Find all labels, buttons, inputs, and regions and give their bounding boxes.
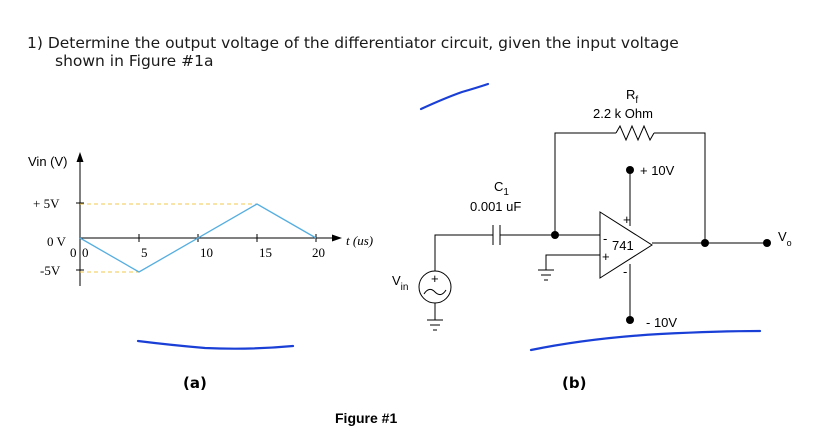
x-axis-arrow: [332, 234, 342, 242]
opamp-741: [599, 211, 653, 279]
opamp-noninverting-marker: +: [602, 249, 610, 264]
vneg-terminal: [626, 316, 634, 324]
x-tick-label-5: 20: [312, 245, 325, 260]
caption-a: (a): [183, 374, 207, 392]
x-axis-label: t (us): [346, 233, 373, 248]
feedback-wire-right: [654, 132, 706, 243]
opamp-inverting-marker: -: [603, 231, 607, 246]
feedback-wire-left: [554, 132, 616, 235]
opamp-vneg-marker: -: [623, 264, 627, 279]
x-tick-label-0: 0: [70, 245, 77, 260]
dashed-guides: [80, 203, 257, 273]
vpos-terminal: [626, 166, 634, 174]
differentiator-circuit: Rf 2.2 k Ohm C1 0.001 uF 741 - + + - + 1…: [392, 87, 792, 392]
triangle-waveform: [79, 203, 317, 273]
rf-value: 2.2 k Ohm: [593, 106, 653, 121]
y-axis-label: Vin (V): [28, 154, 68, 169]
sine-wave-icon: [423, 288, 447, 296]
c1-value: 0.001 uF: [470, 199, 521, 214]
caption-b: (b): [562, 374, 586, 392]
vpos-supply-label: + 10V: [640, 163, 675, 178]
x-tick-label-1: 0: [82, 245, 89, 260]
opamp-vpos-marker: +: [623, 212, 631, 227]
pen-underline-b: [529, 329, 762, 352]
summing-node: [551, 231, 559, 239]
y-tick-label-pos5: + 5V: [33, 196, 60, 211]
vout-label: Vo: [778, 229, 792, 248]
source-plus-marker: +: [431, 271, 439, 286]
y-tick-label-zero: 0 V: [47, 234, 67, 249]
x-tick-label-3: 10: [200, 245, 213, 260]
rf-resistor: [615, 124, 655, 142]
figure-label: Figure #1: [335, 410, 397, 426]
x-tick-label-4: 15: [259, 245, 272, 260]
rf-label: Rf: [626, 87, 638, 106]
c1-label: C1: [494, 179, 509, 198]
y-axis-arrow: [76, 152, 84, 162]
output-node: [701, 239, 709, 247]
noninverting-wire: [545, 254, 600, 270]
y-tick-label-neg5: -5V: [40, 263, 61, 278]
pen-underline-a: [136, 339, 295, 350]
question-line-2: shown in Figure #1a: [55, 52, 213, 70]
pen-mark-top: [419, 82, 490, 111]
vin-label: Vin: [392, 273, 408, 293]
question-line-1: 1) Determine the output voltage of the d…: [27, 34, 679, 52]
output-terminal: [763, 239, 771, 247]
input-wire: [434, 234, 493, 271]
vneg-supply-label: - 10V: [646, 315, 677, 330]
opamp-model-label: 741: [612, 238, 634, 253]
x-tick-label-2: 5: [141, 245, 148, 260]
